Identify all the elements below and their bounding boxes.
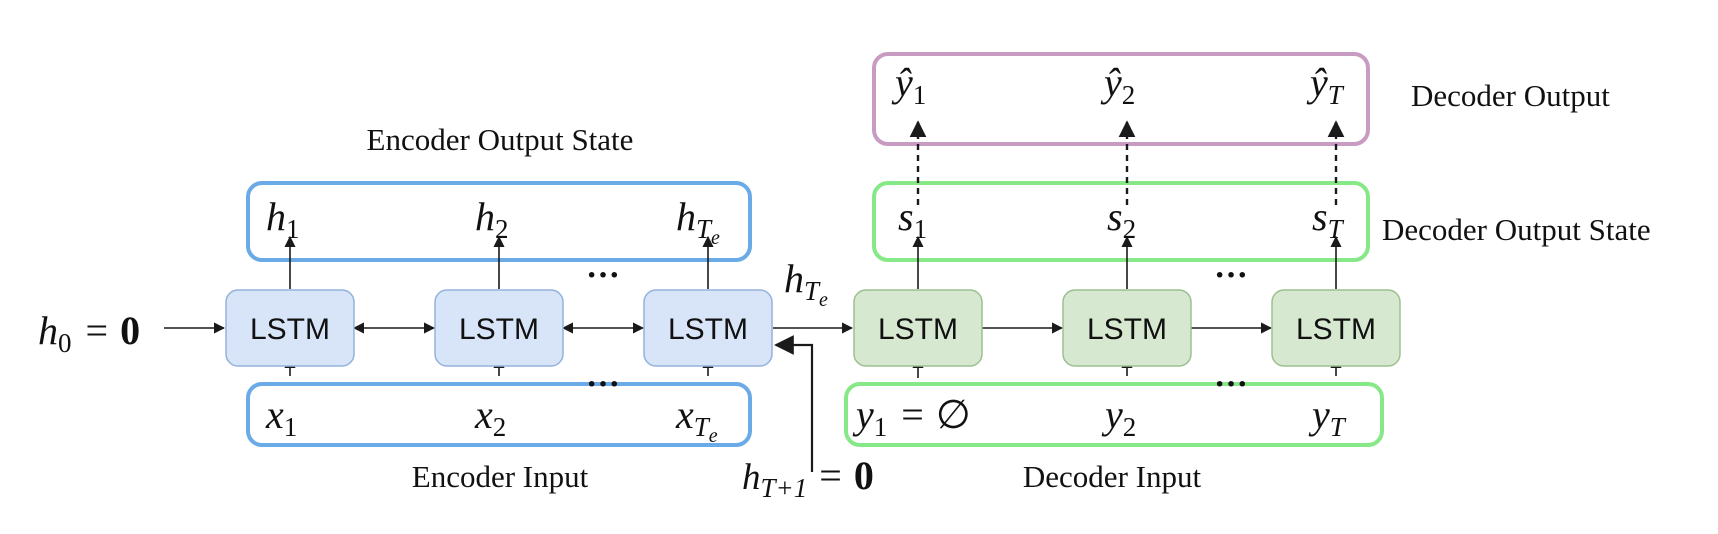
decoder-input-label-3: yT <box>1308 392 1347 442</box>
decoder-input-label-1: y1=∅ <box>852 392 971 442</box>
final-state-arrow <box>774 335 814 472</box>
cell-label: LSTM <box>1296 313 1376 346</box>
decoder-input-ellipsis: ··· <box>1214 366 1248 403</box>
decoder-state-ellipsis: ··· <box>1214 257 1248 294</box>
decoder-input-label-2: y2 <box>1101 392 1136 442</box>
encoder-state-ellipsis: ··· <box>586 257 620 294</box>
cell-label: LSTM <box>459 313 539 346</box>
decoder-output-label-3: ŷT <box>1306 60 1345 110</box>
handoff-state-label: hTe <box>784 256 828 311</box>
cell-label: LSTM <box>1087 313 1167 346</box>
decoder-output-box <box>872 52 1370 146</box>
encoder-input-box <box>246 382 752 447</box>
decoder-output-label-1: ŷ1 <box>891 60 926 110</box>
encoder-output-state-caption: Encoder Output State <box>367 122 634 157</box>
decoder-input-caption: Decoder Input <box>1023 459 1202 494</box>
encoder-input-label-1: x1 <box>265 392 297 442</box>
decoder-output-state-box <box>872 181 1370 262</box>
decoder-output-label-2: ŷ2 <box>1100 60 1135 110</box>
decoder-state-label-1: s1 <box>898 194 927 244</box>
encoder-cell-3: LSTM <box>643 289 773 367</box>
encoder-state-label-2: h2 <box>475 194 509 244</box>
encoder-cell-2: LSTM <box>434 289 564 367</box>
cell-label: LSTM <box>668 313 748 346</box>
encoder-cell-1: LSTM <box>225 289 355 367</box>
decoder-cell-2: LSTM <box>1062 289 1192 367</box>
cell-label: LSTM <box>250 313 330 346</box>
encoder-input-label-2: x2 <box>474 392 506 442</box>
decoder-output-state-caption: Decoder Output State <box>1382 212 1651 247</box>
decoder-cell-3: LSTM <box>1271 289 1401 367</box>
decoder-input-box <box>844 382 1384 447</box>
final-state-label: hT+1=0 <box>742 453 874 503</box>
encoder-input-ellipsis: ··· <box>586 366 620 403</box>
encoder-state-label-1: h1 <box>266 194 300 244</box>
decoder-state-label-2: s2 <box>1107 194 1136 244</box>
decoder-state-label-3: sT <box>1312 194 1345 244</box>
initial-state-label: h0=0 <box>38 308 140 358</box>
encoder-input-caption: Encoder Input <box>412 459 589 494</box>
encoder-state-label-3: hTe <box>676 194 720 249</box>
decoder-output-caption: Decoder Output <box>1411 78 1610 113</box>
decoder-cell-1: LSTM <box>853 289 983 367</box>
cell-label: LSTM <box>878 313 958 346</box>
encoder-input-label-3: xTe <box>675 392 718 447</box>
